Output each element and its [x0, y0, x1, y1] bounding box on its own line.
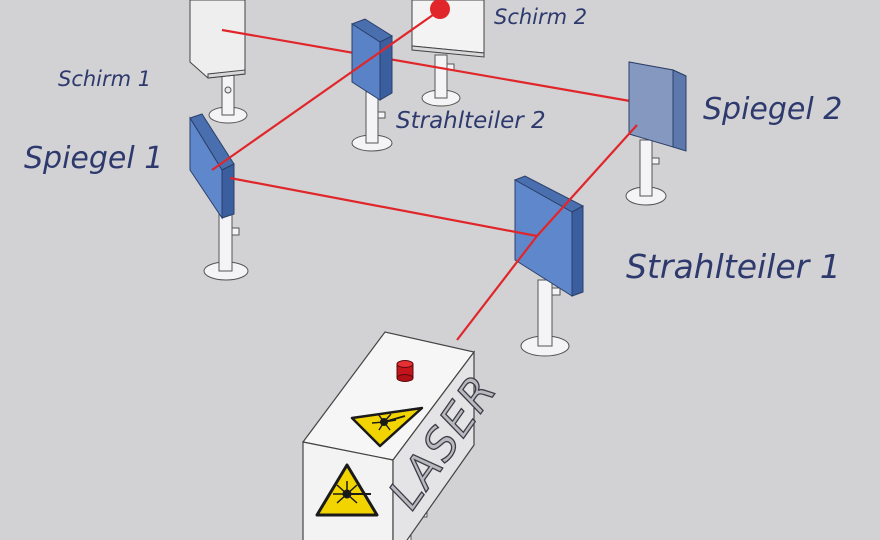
spiegel2 [628, 61, 687, 152]
laser-beam-far [221, 28, 631, 103]
schirm2 [411, 0, 485, 58]
strahlteiler1 [513, 175, 585, 297]
schirm1-stand [208, 71, 248, 124]
label-schirm1: Schirm 1 [58, 67, 151, 91]
red-button-icon [396, 360, 414, 382]
label-schirm2: Schirm 2 [494, 5, 587, 29]
laser-device: LASER [301, 331, 508, 540]
laser-warning-icon-front [315, 463, 379, 517]
schirm1 [189, 0, 246, 79]
laser-beams [211, 9, 638, 341]
label-strahlteiler1: Strahlteiler 1 [626, 247, 841, 286]
spiegel1-stand [203, 209, 249, 281]
beam-strahlteiler1-to-spiegel1 [229, 176, 538, 238]
stands [203, 54, 667, 540]
spiegel1 [189, 113, 235, 220]
strahlteiler2-stand [351, 91, 393, 152]
laser-warning-icon [350, 406, 424, 448]
labels: Schirm 1 Schirm 2 Strahlteiler 2 Spiegel… [24, 5, 842, 286]
schirm2-stand [421, 54, 461, 107]
strahlteiler1-stand [520, 279, 570, 357]
beam-spiegel1-to-schirm2 [211, 9, 441, 171]
label-strahlteiler2: Strahlteiler 2 [396, 108, 546, 134]
beam-strahlteiler1-to-spiegel2 [536, 124, 638, 237]
label-spiegel2: Spiegel 2 [703, 92, 842, 127]
label-spiegel1: Spiegel 1 [24, 141, 163, 176]
strahlteiler2 [350, 18, 394, 101]
beam-laser-to-strahlteiler1 [456, 235, 538, 341]
spiegel2-stand [625, 139, 667, 206]
